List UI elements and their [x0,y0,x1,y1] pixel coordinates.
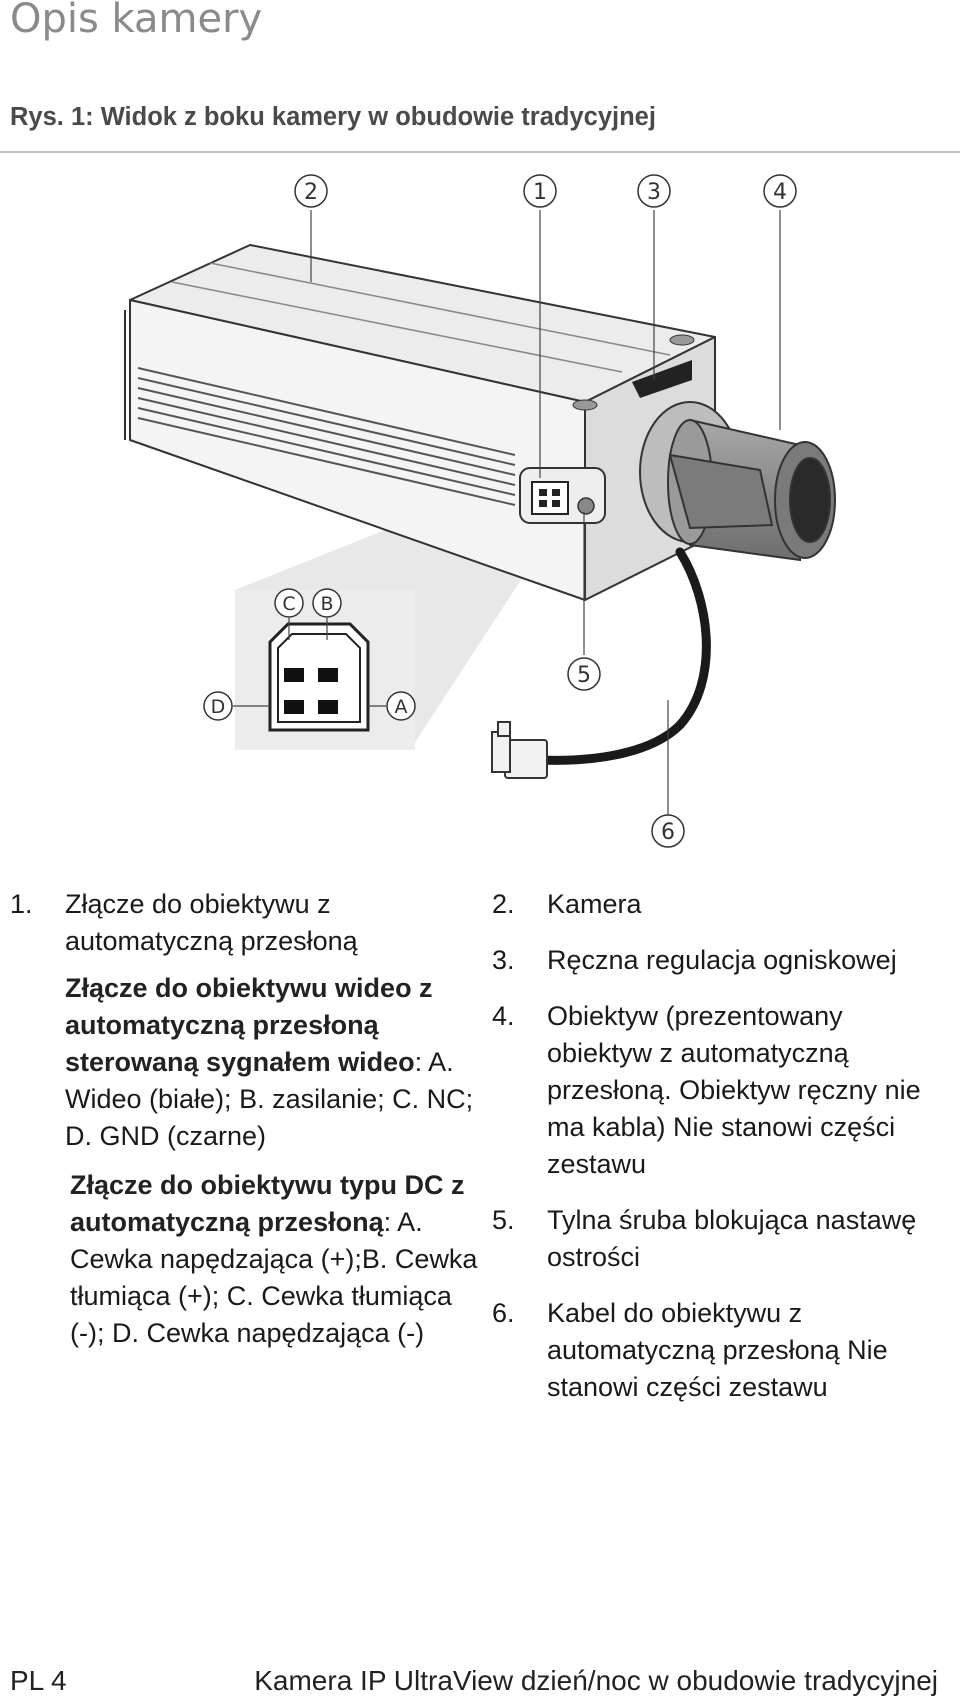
section-title: Opis kamery [10,0,263,42]
svg-text:3: 3 [647,180,661,205]
pin-label-b: B [312,588,342,618]
item-text: Obiektyw (prezentowany obiektyw z automa… [547,1001,921,1179]
item-number: 5. [492,1205,515,1235]
sub-heading: Złącze do obiektywu wideo z automatyczną… [65,973,433,1077]
callout-2: 2 [294,174,328,208]
svg-text:D: D [211,696,226,718]
connector-zoom [235,590,415,750]
svg-text:1: 1 [533,180,547,205]
back-focus-screw [577,497,595,515]
item-number: 6. [492,1298,515,1328]
lens [667,418,836,562]
svg-text:2: 2 [304,180,318,205]
divider [0,151,960,153]
sub-heading: Złącze do obiektywu typu DC z automatycz… [70,1170,465,1237]
legend-item-5: 5. Tylna śruba blokująca nastawę ostrości [492,1202,952,1276]
callout-1: 1 [523,174,557,208]
sub-text: : A. Wideo (białe); B. zasilanie; C. NC;… [65,1047,474,1151]
callout-6: 6 [651,814,685,848]
item-text: Ręczna regulacja ogniskowej [547,945,897,975]
iris-connector [531,481,569,515]
vent-slots [137,367,516,506]
svg-text:A: A [395,696,408,718]
legend-list-left: 1. Złącze do obiektywu z automatyczną pr… [10,886,480,1371]
legend-item-2: 2. Kamera [492,886,952,923]
sub-text: : A. Cewka napędzająca (+);B. Cewka tłum… [70,1207,478,1348]
sub-description-video: Złącze do obiektywu wideo z automatyczną… [65,970,480,1155]
screw [572,399,598,411]
legend-list-right: 2. Kamera 3. Ręczna regulacja ogniskowej 4… [492,886,952,1425]
legend-item-1: 1. Złącze do obiektywu z automatyczną pr… [10,886,480,1352]
legend-item-6: 6. Kabel do obiektywu z automatyczną prze… [492,1295,952,1406]
callout-5: 5 [567,657,601,691]
cable-plug [491,721,548,779]
item-number: 2. [492,889,515,919]
legend-item-4: 4. Obiektyw (prezentowany obiektyw z auto… [492,998,952,1183]
item-number: 3. [492,945,515,975]
camera-illustration: 2 1 3 4 5 6 C B D A [124,174,836,848]
svg-text:5: 5 [577,663,591,688]
callout-3: 3 [637,174,671,208]
pin-label-d: D [203,691,233,721]
pin-label-c: C [274,588,304,618]
lens-cable [535,547,711,765]
item-number: 4. [492,1001,515,1031]
item-text: Kabel do obiektywu z automatyczną przesł… [547,1298,888,1402]
footer-title: Kamera IP UltraView dzień/noc w obudowie… [254,1665,938,1696]
screw [669,334,695,346]
item-text: Złącze do obiektywu z automatyczną przes… [65,889,358,956]
svg-text:C: C [282,593,295,615]
sub-description-dc: Złącze do obiektywu typu DC z automatycz… [65,1167,480,1352]
figure-caption: Rys. 1: Widok z boku kamery w obudowie t… [10,103,656,131]
callout-4: 4 [763,174,797,208]
pin-label-a: A [386,691,416,721]
svg-text:B: B [320,593,333,615]
legend-item-3: 3. Ręczna regulacja ogniskowej [492,942,952,979]
svg-text:4: 4 [773,180,787,205]
item-text: Kamera [547,889,642,919]
item-number: 1. [10,889,33,919]
page-number: PL 4 [10,1665,67,1696]
svg-text:6: 6 [661,820,675,845]
focus-knob [632,360,692,398]
item-text: Tylna śruba blokująca nastawę ostrości [547,1205,917,1272]
